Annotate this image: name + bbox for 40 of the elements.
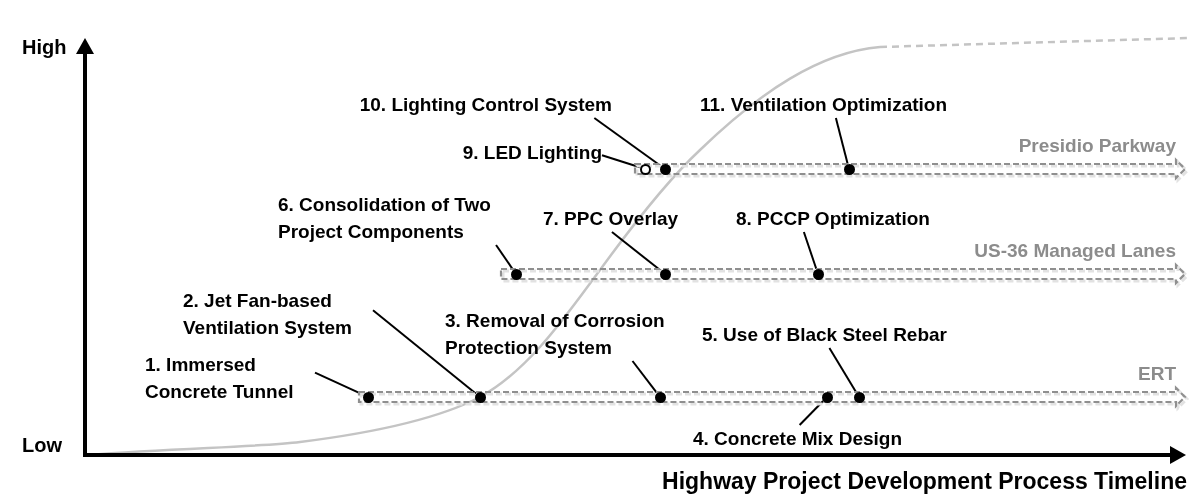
dot-marker bbox=[659, 268, 671, 280]
project-name: ERT bbox=[1138, 363, 1176, 385]
dot-marker bbox=[853, 391, 865, 403]
project-timeline-arrow bbox=[499, 262, 1190, 289]
innovation-label: 10. Lighting Control System bbox=[359, 91, 612, 118]
axis-label: Low bbox=[22, 434, 62, 457]
innovation-label: 1. Immersed Concrete Tunnel bbox=[145, 351, 315, 405]
project-name: Presidio Parkway bbox=[1018, 135, 1176, 157]
leader-line bbox=[828, 347, 858, 394]
leader-line bbox=[372, 309, 477, 395]
leader-line bbox=[834, 117, 849, 165]
leader-line bbox=[802, 231, 818, 270]
leader-line bbox=[610, 231, 662, 272]
dot-marker bbox=[659, 163, 671, 175]
project-timeline-arrow bbox=[633, 157, 1190, 184]
innovation-label: 3. Removal of Corrosion Protection System bbox=[445, 307, 695, 361]
innovation-label: 9. LED Lighting bbox=[462, 139, 602, 166]
leader-line bbox=[495, 244, 514, 271]
innovation-label: 11. Ventilation Optimization bbox=[700, 91, 948, 118]
dot-marker bbox=[510, 268, 522, 280]
dot-marker bbox=[821, 391, 833, 403]
innovation-label: 2. Jet Fan-based Ventilation System bbox=[183, 287, 373, 341]
leader-line bbox=[631, 360, 658, 394]
project-name: US-36 Managed Lanes bbox=[974, 240, 1176, 262]
hollow-dot-marker bbox=[639, 163, 651, 175]
axis-label: Highway Project Development Process Timeline bbox=[662, 468, 1187, 495]
dot-marker bbox=[654, 391, 666, 403]
innovation-label: 6. Consolidation of Two Project Components bbox=[278, 191, 523, 245]
leader-line bbox=[593, 117, 662, 167]
innovation-label: 7. PPC Overlay bbox=[543, 205, 679, 232]
project-timeline-arrow bbox=[357, 385, 1190, 412]
innovation-label: 8. PCCP Optimization bbox=[736, 205, 930, 232]
dot-marker bbox=[362, 391, 374, 403]
axis-label: High bbox=[22, 36, 67, 59]
leader-line bbox=[798, 399, 825, 426]
innovation-label: 5. Use of Black Steel Rebar bbox=[702, 321, 947, 348]
innovation-label: 4. Concrete Mix Design bbox=[693, 425, 903, 452]
dot-marker bbox=[843, 163, 855, 175]
dot-marker bbox=[474, 391, 486, 403]
dot-marker bbox=[812, 268, 824, 280]
